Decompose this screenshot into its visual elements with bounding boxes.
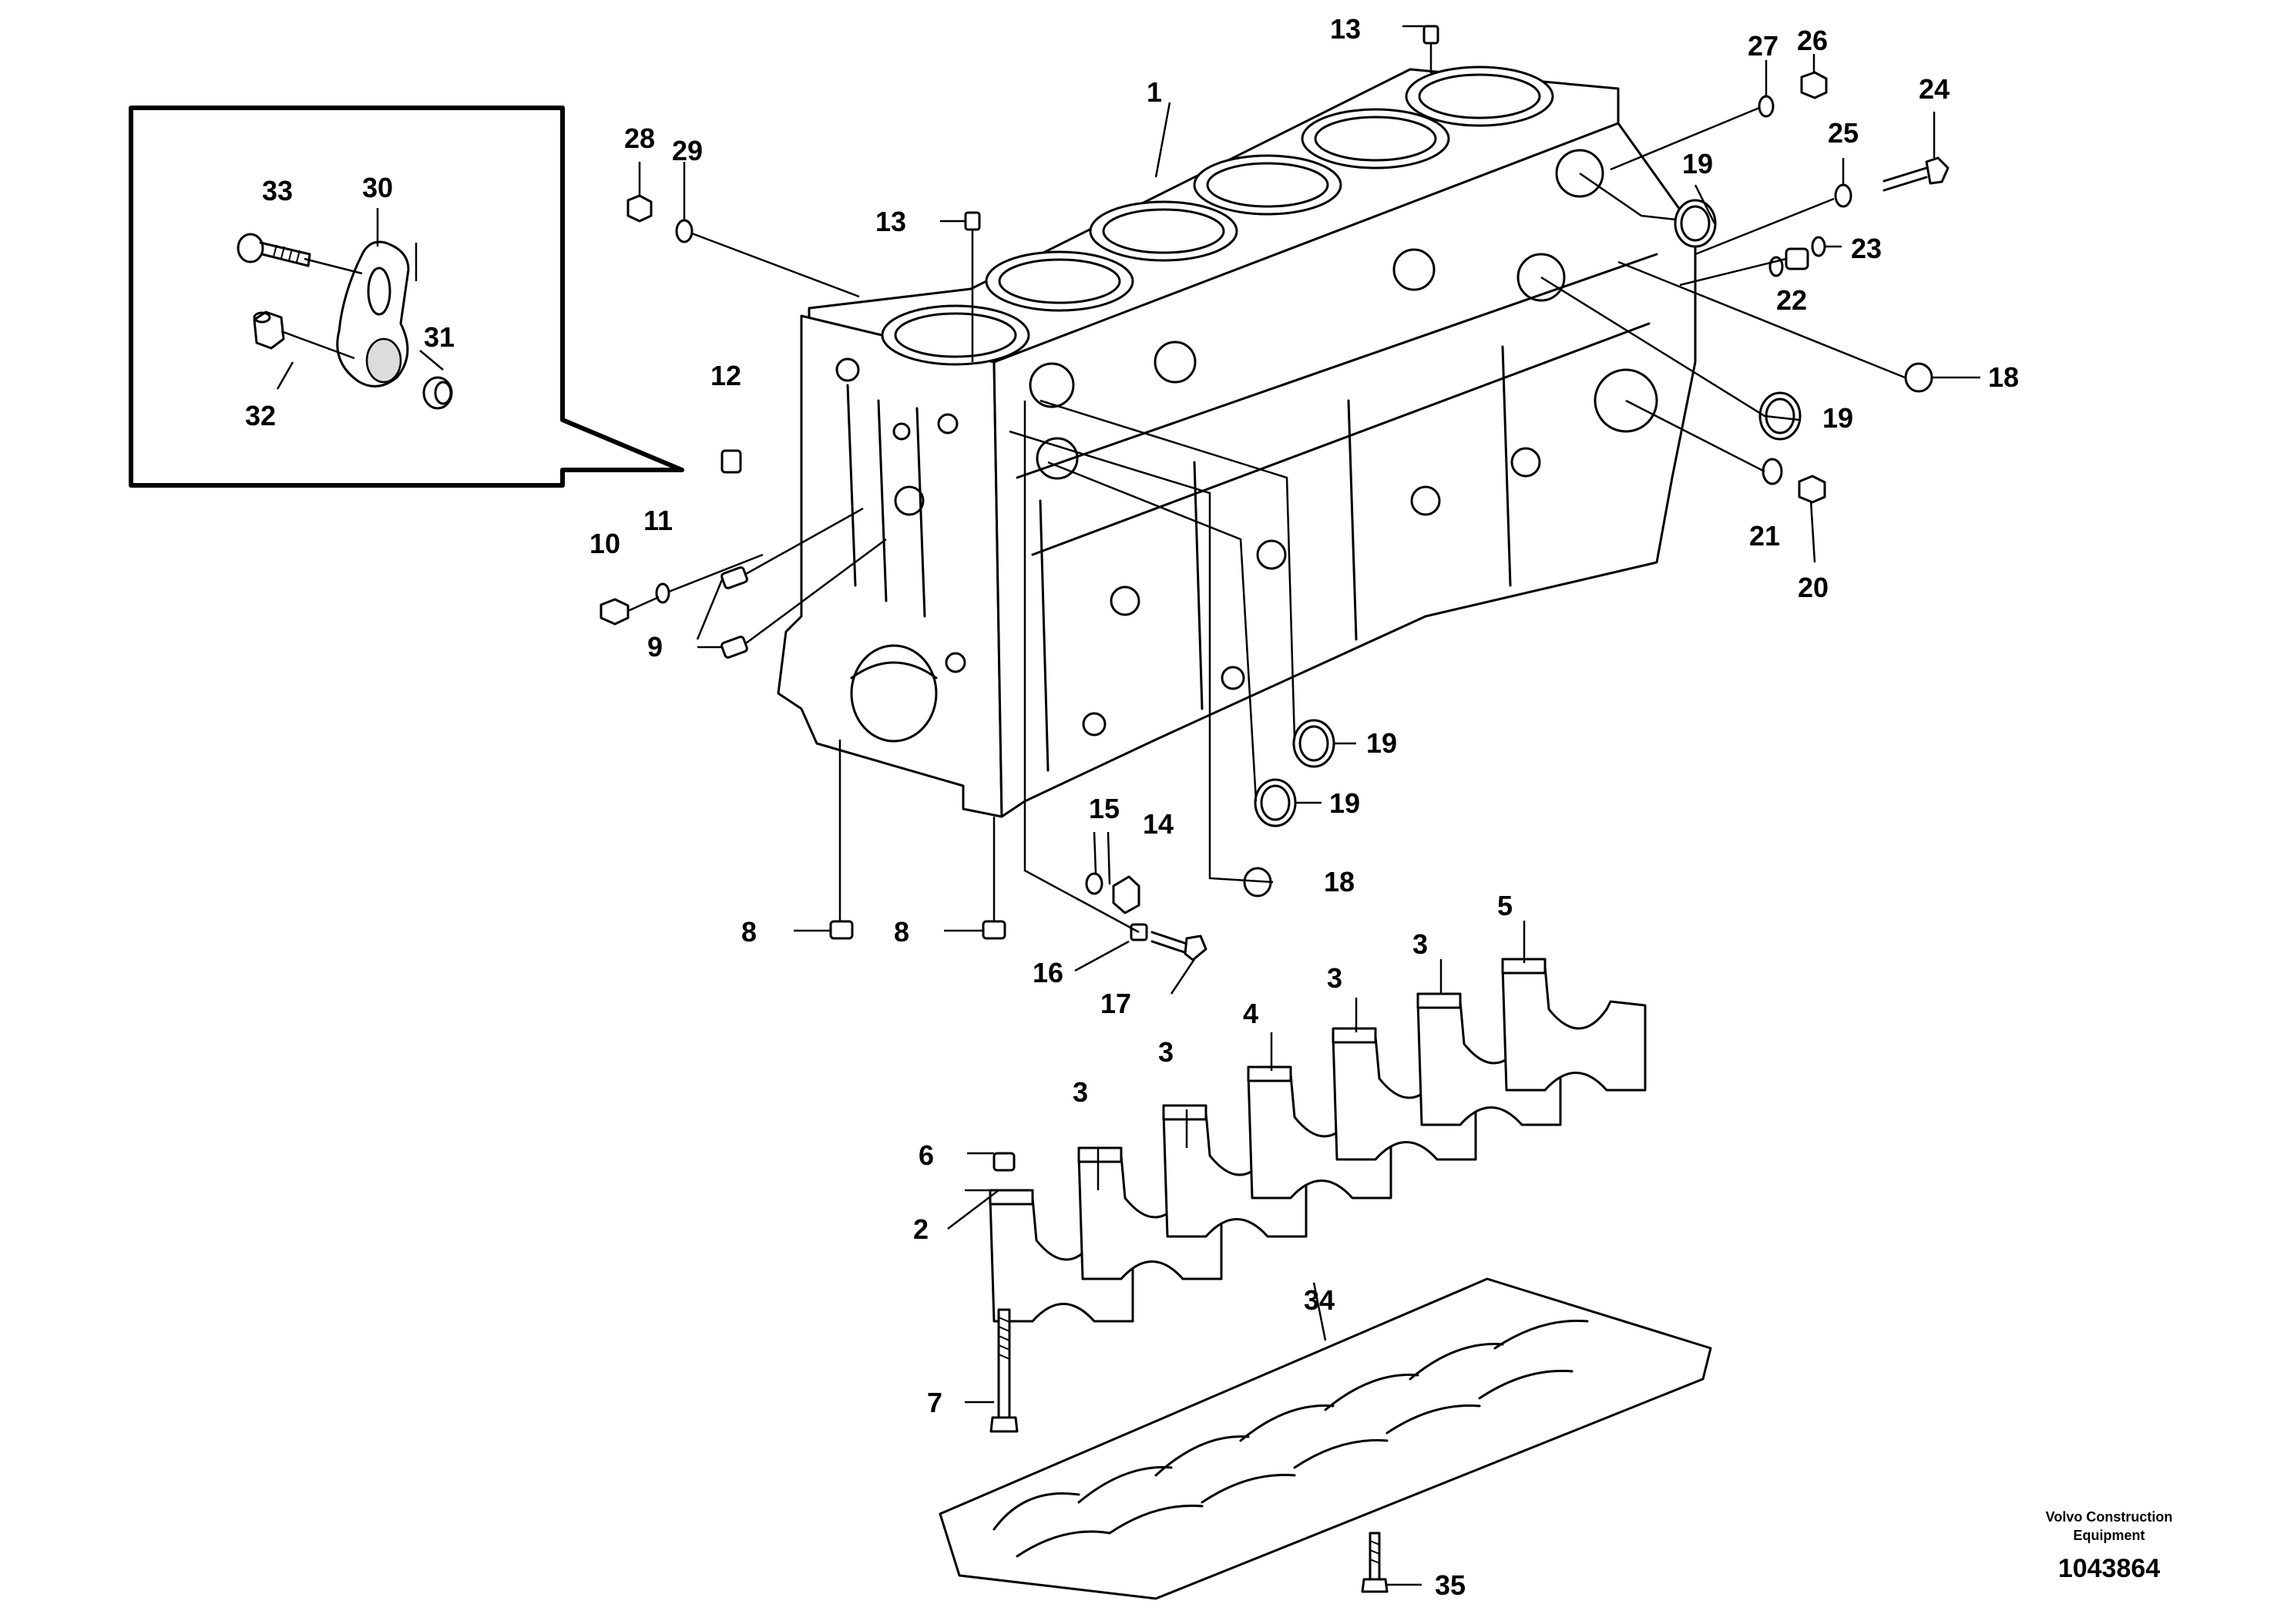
- label-19-b: 19: [1822, 402, 1853, 434]
- sleeve-part-9-a: [720, 566, 748, 589]
- label-13-a: 13: [1330, 13, 1361, 45]
- bolt-part-7: [989, 1308, 1019, 1433]
- bearing-cap-part-5: [1501, 958, 1647, 1092]
- washer-part-29: [675, 219, 694, 243]
- credit-line-1: Volvo Construction: [2046, 1509, 2173, 1525]
- plug-part-8-a: [829, 920, 854, 940]
- label-12: 12: [710, 360, 741, 391]
- label-14: 14: [1143, 808, 1174, 840]
- label-32: 32: [245, 400, 276, 431]
- washer-part-21: [1762, 458, 1783, 485]
- label-19-a: 19: [1682, 148, 1713, 180]
- label-18-b: 18: [1324, 866, 1355, 898]
- label-20: 20: [1798, 572, 1829, 603]
- label-2: 2: [913, 1213, 929, 1245]
- label-29: 29: [672, 135, 703, 166]
- washer-part-25: [1834, 183, 1852, 208]
- label-6: 6: [919, 1139, 934, 1171]
- label-7: 7: [927, 1387, 942, 1418]
- union-part-22: [1785, 247, 1809, 270]
- document-number: 1043864: [2058, 1554, 2160, 1583]
- label-8-a: 8: [741, 916, 757, 948]
- plug-part-20: [1798, 475, 1826, 504]
- plug-part-28: [626, 194, 653, 223]
- label-19-c: 19: [1366, 727, 1397, 759]
- label-3-c: 3: [1327, 962, 1342, 994]
- bearing-caps: [989, 958, 1647, 1323]
- label-13-b: 13: [875, 206, 906, 237]
- label-3-d: 3: [1412, 928, 1428, 960]
- hardware-parts: [600, 25, 1950, 1593]
- stiffener-plate-part-34: [939, 1277, 1712, 1600]
- sleeve-part-31: [422, 376, 453, 410]
- plug-part-18-a: [1904, 362, 1933, 393]
- label-4: 4: [1243, 998, 1258, 1029]
- dowel-part-13-b: [964, 211, 981, 231]
- inset-detail-box: [129, 106, 684, 488]
- nut-part-32: [253, 310, 285, 350]
- label-1: 1: [1147, 76, 1162, 108]
- label-5: 5: [1497, 890, 1513, 921]
- engine-block-part-1: [777, 65, 1697, 818]
- label-24: 24: [1919, 73, 1950, 105]
- dowel-part-13-a: [1422, 25, 1439, 45]
- plug-part-26: [1800, 71, 1828, 99]
- label-28: 28: [624, 122, 655, 154]
- plug-part-8-b: [982, 920, 1006, 940]
- seal-ring-part-15: [1085, 872, 1103, 895]
- seal-ring-part-11: [655, 582, 670, 604]
- bolt-part-24: [1883, 156, 1950, 192]
- label-26: 26: [1797, 25, 1828, 56]
- label-3-a: 3: [1073, 1076, 1088, 1108]
- label-8-b: 8: [894, 916, 909, 948]
- label-25: 25: [1828, 117, 1859, 149]
- dowel-part-6: [992, 1152, 1016, 1172]
- leader-lines: [276, 25, 1980, 1586]
- label-3-b: 3: [1158, 1036, 1174, 1068]
- credit-line-2: Equipment: [2074, 1528, 2145, 1543]
- callout-labels: 1 2 3 3 3 3 4 5 6 7 8 8 9 10 11 12 13 13…: [245, 13, 2019, 1601]
- label-30: 30: [362, 172, 393, 203]
- bolt-part-17: [1150, 931, 1207, 961]
- label-10: 10: [589, 528, 620, 559]
- label-16: 16: [1033, 957, 1063, 988]
- cylinder-bores: [881, 65, 1554, 366]
- washer-part-27: [1758, 95, 1775, 118]
- plug-part-14: [1112, 875, 1140, 914]
- bearing-cap-part-3-d: [1416, 992, 1562, 1126]
- label-31: 31: [424, 321, 455, 353]
- label-33: 33: [262, 175, 293, 206]
- label-27: 27: [1748, 30, 1778, 62]
- bolt-part-35: [1361, 1532, 1389, 1593]
- label-15: 15: [1089, 793, 1120, 824]
- label-21: 21: [1749, 520, 1780, 552]
- label-19-d: 19: [1329, 787, 1360, 819]
- label-35: 35: [1435, 1569, 1466, 1601]
- seal-ring-part-23: [1811, 236, 1826, 257]
- label-18-a: 18: [1988, 361, 2019, 393]
- dowel-part-12: [720, 449, 742, 474]
- credit-block: Volvo Construction Equipment 1043864: [2046, 1509, 2173, 1583]
- plug-part-10: [600, 598, 630, 626]
- label-17: 17: [1100, 988, 1131, 1019]
- label-22: 22: [1776, 284, 1807, 316]
- sleeve-part-9-b: [720, 636, 748, 659]
- label-9: 9: [647, 631, 663, 663]
- bolt-part-33: [237, 233, 311, 267]
- label-11: 11: [643, 505, 673, 536]
- label-23: 23: [1851, 233, 1882, 264]
- bearing-cap-part-2: [989, 1189, 1134, 1323]
- label-34: 34: [1304, 1284, 1335, 1316]
